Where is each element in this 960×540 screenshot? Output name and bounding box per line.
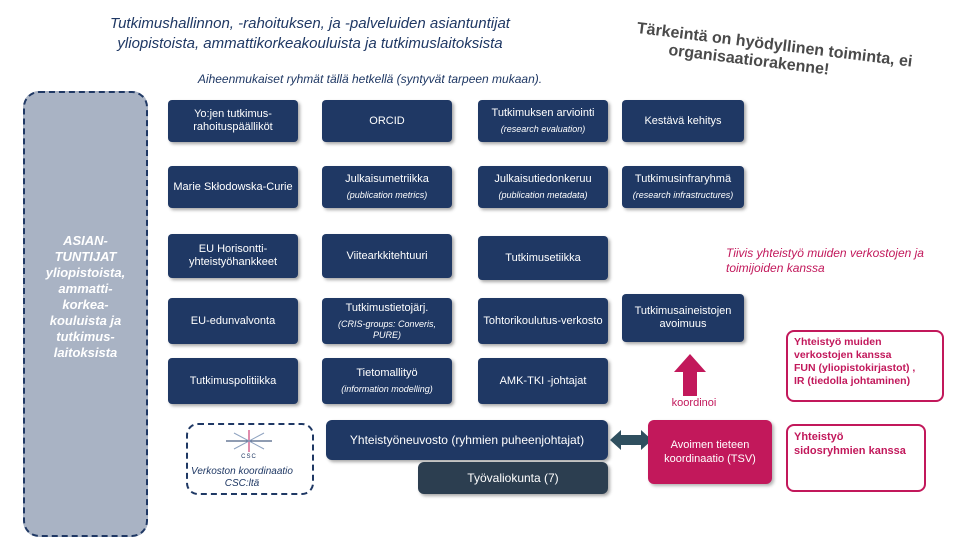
group-label: Julkaisutiedonkeruu [494,173,592,185]
csc-caption-line-2: CSC:ltä [224,478,260,489]
group-box-orcid: ORCID [322,100,452,142]
cooperation-council-box: Yhteistyöneuvosto (ryhmien puheenjohtaja… [326,420,608,460]
group-label: Tutkimusaineistojen avoimuus [634,305,732,330]
group-box-uas-rdi-directors: AMK-TKI -johtajat [478,358,608,404]
group-box-eu-advocacy: EU-edunvalvonta [168,298,298,344]
csc-logo-text: CSC [241,454,257,460]
group-label: Julkaisumetriikka [345,173,429,185]
group-sublabel: (CRIS-groups: Converis, PURE) [337,318,437,340]
experts-panel [23,91,148,537]
group-box-open-data: Tutkimusaineistojen avoimuus [622,294,744,342]
csc-logo [226,430,272,452]
group-label: Tutkimusetiikka [505,251,581,264]
diagram-title: Tutkimushallinnon, -rahoituksen, ja -pal… [40,14,580,54]
other-networks-line-1: Yhteistyö muiden [794,336,882,348]
working-committee-box: Työvaliokunta (7) [418,462,608,494]
other-networks-line-3: FUN (yliopistokirjastot) , [794,362,916,374]
group-label: Kestävä kehitys [644,114,722,127]
experts-line-3: yliopistoista, [45,265,126,280]
title-line-2: yliopistoista, ammattikorkeakouluista ja… [117,35,503,52]
group-sublabel: (research evaluation) [500,124,586,134]
group-box-eu-horizon: EU Horisontti-yhteistyöhankkeet [168,234,298,278]
group-box-research-infrastructures: Tutkimusinfraryhmä (research infrastruct… [622,166,744,208]
tsv-label: Avoimen tieteen koordinaatio (TSV) [664,439,756,465]
group-box-funding-heads: Yo:jen tutkimus-rahoituspäälliköt [168,100,298,142]
title-line-1: Tutkimushallinnon, -rahoituksen, ja -pal… [110,15,510,32]
group-label: ORCID [369,114,405,127]
group-box-information-modelling: Tietomallityö (information modelling) [322,358,452,404]
group-sublabel: (information modelling) [341,384,433,394]
group-box-publication-metadata: Julkaisutiedonkeruu (publication metadat… [478,166,608,208]
experts-line-1: ASIAN- [63,233,108,248]
group-label: Yo:jen tutkimus-rahoituspäälliköt [193,108,273,133]
group-box-publication-metrics: Julkaisumetriikka (publication metrics) [322,166,452,208]
experts-line-5: korkea- [62,297,109,312]
group-box-research-policy: Tutkimuspolitiikka [168,358,298,404]
experts-line-6: kouluista ja [49,313,122,328]
group-label: Marie Skłodowska-Curie [173,180,293,193]
other-networks-box: Yhteistyö muiden verkostojen kanssa FUN … [786,330,944,402]
group-label: Tutkimuksen arviointi [491,107,595,119]
collaboration-note: Tiivis yhteistyö muiden verkostojen ja t… [726,246,924,275]
other-networks-line-4: IR (tiedolla johtaminen) [794,375,911,387]
group-label: EU-edunvalvonta [190,314,276,327]
group-label: Tutkimuspolitiikka [189,374,277,387]
experts-line-8: laitoksista [53,345,118,360]
group-sublabel: (publication metrics) [346,190,428,200]
working-committee-label: Työvaliokunta (7) [467,470,559,485]
group-box-sustainability: Kestävä kehitys [622,100,744,142]
group-label: Tietomallityö [356,367,418,379]
other-networks-line-2: verkostojen kanssa [794,349,892,361]
group-label: Tohtorikoulutus-verkosto [483,314,603,327]
double-arrow-icon [610,430,652,450]
group-sublabel: (publication metadata) [498,190,588,200]
group-label: Tutkimustietojärj. [345,301,429,314]
coordinates-label: koordinoi [671,397,717,409]
experts-line-4: ammatti- [58,281,113,296]
group-box-research-ethics: Tutkimusetiikka [478,236,608,280]
group-label: Tutkimusinfraryhmä [634,173,732,185]
csc-frame [186,423,314,495]
stakeholders-box: Yhteistyö sidosryhmien kanssa [786,424,926,492]
group-box-doctoral-network: Tohtorikoulutus-verkosto [478,298,608,344]
group-label: EU Horisontti-yhteistyöhankkeet [188,243,278,268]
csc-caption-line-1: Verkoston koordinaatio [191,466,293,477]
group-label: Viitearkkitehtuuri [346,249,428,262]
diagram-subtitle: Aiheenmukaiset ryhmät tällä hetkellä (sy… [197,72,543,86]
experts-line-2: TUNTIJAT [54,249,117,264]
group-box-reference-architecture: Viitearkkitehtuuri [322,234,452,278]
up-arrow-icon [674,354,706,396]
csc-caption: Verkoston koordinaatio CSC:ltä [170,466,314,490]
group-label: AMK-TKI -johtajat [499,374,587,387]
experts-line-7: tutkimus- [56,329,115,344]
stakeholders-label: Yhteistyö sidosryhmien kanssa [794,431,906,457]
council-label: Yhteistyöneuvosto (ryhmien puheenjohtaja… [349,432,585,447]
group-sublabel: (research infrastructures) [632,190,734,200]
experts-panel-text: ASIAN- TUNTIJAT yliopistoista, ammatti- … [23,233,148,361]
group-box-cris-systems: Tutkimustietojärj. (CRIS-groups: Converi… [322,298,452,344]
tsv-box: Avoimen tieteen koordinaatio (TSV) [648,420,772,484]
group-box-msca: Marie Skłodowska-Curie [168,166,298,208]
group-box-research-evaluation: Tutkimuksen arviointi (research evaluati… [478,100,608,142]
